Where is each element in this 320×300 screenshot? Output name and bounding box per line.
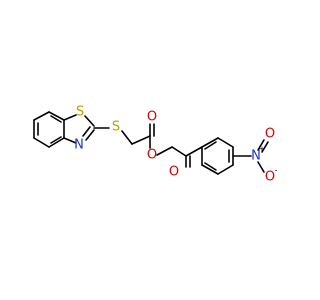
bond	[171, 146, 187, 157]
atom-n-nitro: N	[251, 149, 261, 164]
bond	[48, 111, 65, 121]
bond	[201, 164, 219, 175]
bond	[50, 115, 62, 123]
atom-s-ring: S	[76, 105, 84, 120]
bond	[156, 146, 173, 156]
atom-o-nitro-top: O	[265, 127, 275, 142]
bond-layer	[33, 111, 269, 175]
bond	[50, 136, 62, 144]
atom-o-ester: O	[147, 148, 157, 163]
charge-minus: -	[275, 166, 278, 175]
bond	[204, 141, 217, 150]
bond	[257, 161, 265, 173]
atom-s-thioether: S	[112, 120, 120, 135]
bond	[201, 137, 219, 148]
bond	[82, 126, 91, 137]
bond	[33, 137, 50, 148]
bond	[261, 141, 269, 153]
bond	[48, 137, 65, 148]
bond	[217, 137, 234, 148]
atom-n-ring: N	[74, 138, 84, 153]
bond	[63, 137, 77, 144]
atom-o-carbonyl-ester: O	[147, 110, 157, 125]
atom-o-nitro-bottom: O	[265, 170, 275, 185]
bond	[63, 114, 77, 121]
bond	[121, 130, 133, 145]
bond	[217, 164, 234, 175]
atom-label-layer: S N S O O O N + O O -	[74, 105, 277, 185]
bond	[33, 111, 50, 121]
bond	[204, 162, 217, 171]
bond	[257, 139, 265, 151]
molecule-structure: S N S O O O N + O O -	[33, 105, 278, 185]
atom-o-ketone: O	[169, 165, 179, 180]
charge-plus: +	[259, 145, 266, 154]
bond	[84, 115, 95, 127]
bond	[131, 135, 151, 145]
bond	[85, 129, 95, 141]
bond	[185, 146, 203, 157]
